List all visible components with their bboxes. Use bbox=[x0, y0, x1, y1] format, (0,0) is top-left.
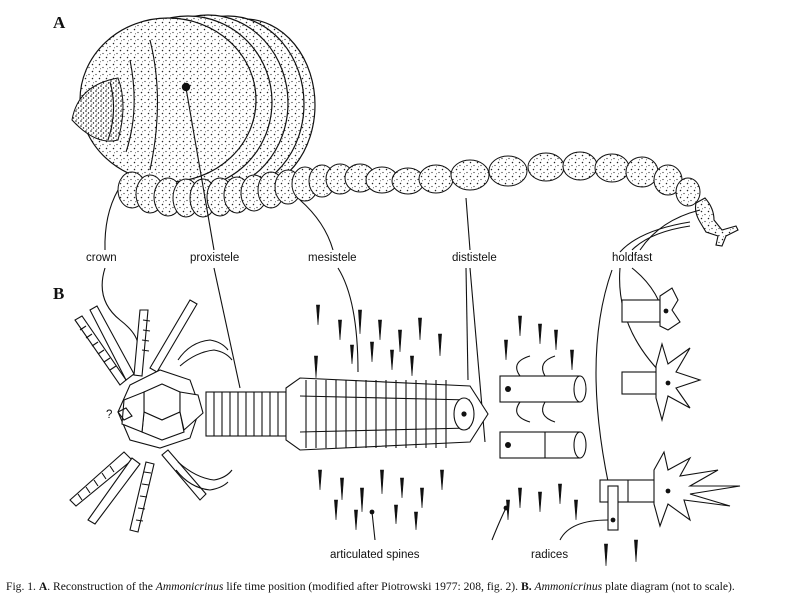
label-crown: crown bbox=[86, 252, 117, 264]
proxistele-diagram bbox=[205, 391, 287, 437]
holdfast-a bbox=[694, 197, 739, 247]
mesistele-diagram bbox=[285, 377, 489, 451]
dististele-diagram bbox=[499, 355, 587, 459]
label-holdfast: holdfast bbox=[612, 252, 653, 264]
holdfast-diagram bbox=[599, 287, 741, 531]
label-articulated-spines: articulated spines bbox=[330, 549, 420, 561]
leader-lines-bottom bbox=[369, 505, 609, 541]
panel-a-letter: A bbox=[53, 13, 66, 32]
caption-a-text-1: Reconstruction of the bbox=[53, 580, 153, 593]
question-mark: ? bbox=[106, 409, 112, 421]
crown-plate-diagram: ? bbox=[69, 299, 233, 533]
leader-lines bbox=[104, 87, 701, 253]
articulated-spines bbox=[314, 304, 638, 567]
stem-segments bbox=[117, 151, 701, 218]
panel-b-letter: B bbox=[53, 284, 64, 303]
caption-fig-number: Fig. 1. bbox=[6, 580, 36, 593]
caption-genus-2: Ammonicrinus bbox=[534, 580, 603, 593]
caption-b-letter: B. bbox=[520, 580, 532, 593]
label-radices: radices bbox=[531, 549, 568, 561]
panel-a-reconstruction bbox=[71, 14, 739, 247]
caption-genus-1: Ammonicrinus bbox=[155, 580, 224, 593]
caption-a-text-2: life time position (modified after Piotr… bbox=[226, 580, 519, 593]
caption-a-letter: A bbox=[38, 580, 48, 593]
caption-b-text: plate diagram (not to scale). bbox=[605, 580, 735, 593]
label-proxistele: proxistele bbox=[190, 252, 239, 264]
label-mesistele: mesistele bbox=[308, 252, 357, 264]
crown-coil bbox=[71, 14, 316, 193]
figure-caption: Fig. 1. A. Reconstruction of the Ammonic… bbox=[6, 580, 735, 593]
label-dististele: dististele bbox=[452, 252, 497, 264]
